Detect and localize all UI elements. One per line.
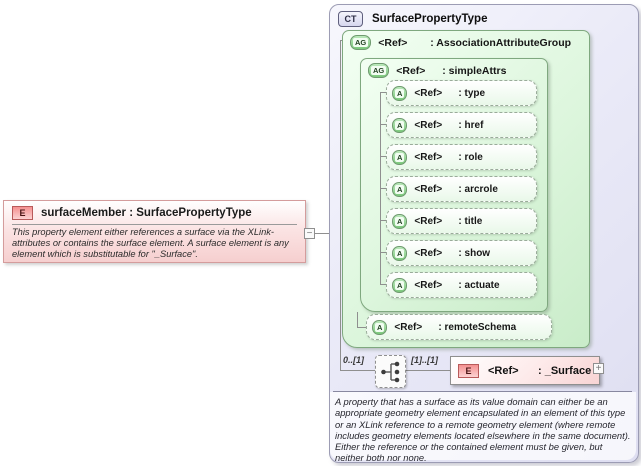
simple-attrs-ref: <Ref>	[396, 64, 426, 77]
simple-attrs-badge-icon: AG	[368, 63, 390, 78]
complex-type-title: SurfacePropertyType	[372, 13, 488, 25]
attribute-badge-icon: A	[392, 277, 408, 293]
attribute-stub-line	[380, 284, 386, 285]
attribute-badge-icon: A	[392, 149, 408, 165]
complex-type-badge-icon: CT	[338, 11, 363, 27]
attribute-stub-line	[380, 220, 386, 221]
attribute-name: : actuate	[458, 279, 500, 291]
attribute-node-type[interactable]: A <Ref> : type	[386, 80, 537, 106]
attribute-name: : href	[458, 119, 484, 131]
attribute-node-remote-schema[interactable]: A <Ref> : remoteSchema	[366, 314, 552, 340]
attribute-group-badge-icon: AG	[350, 35, 372, 50]
simple-attrs-name: : simpleAttrs	[442, 64, 507, 77]
attribute-trunk-line	[380, 93, 381, 285]
attribute-name: : remoteSchema	[438, 321, 517, 333]
remote-schema-connector-line	[357, 312, 358, 327]
collapse-button[interactable]: −	[304, 228, 315, 239]
attribute-ref: <Ref>	[414, 119, 443, 131]
tree-trunk-line	[340, 40, 341, 371]
tree-stub-line	[341, 370, 375, 371]
attribute-stub-line	[380, 92, 386, 93]
attribute-ref: <Ref>	[414, 183, 443, 195]
attribute-badge-icon: A	[392, 245, 408, 261]
attribute-name: : type	[458, 87, 486, 99]
attribute-name: : title	[458, 215, 483, 227]
complex-type-header: CT SurfacePropertyType	[330, 5, 638, 27]
cardinality-left-label: 0..[1]	[343, 355, 365, 365]
surface-member-header: E surfaceMember : SurfacePropertyType	[4, 201, 305, 223]
element-badge-icon: E	[458, 363, 479, 378]
connector-line	[315, 233, 342, 234]
attribute-ref: <Ref>	[414, 279, 443, 291]
attribute-ref: <Ref>	[394, 321, 423, 333]
attribute-stub-line	[380, 188, 386, 189]
attribute-badge-icon: A	[392, 213, 408, 229]
tree-stub-line	[405, 370, 450, 371]
expand-button[interactable]: +	[593, 363, 604, 374]
attribute-node-role[interactable]: A <Ref> : role	[386, 144, 537, 170]
attribute-ref: <Ref>	[414, 247, 443, 259]
remote-schema-connector-line	[357, 327, 366, 328]
attribute-node-show[interactable]: A <Ref> : show	[386, 240, 537, 266]
attribute-badge-icon: A	[392, 181, 408, 197]
cardinality-right-label: [1]..[1]	[411, 355, 438, 365]
surface-element-name: : _Surface	[538, 364, 592, 377]
attribute-stub-line	[380, 156, 386, 157]
attribute-ref: <Ref>	[414, 87, 443, 99]
attribute-name: : role	[458, 151, 483, 163]
surface-element-node[interactable]: E <Ref> : _Surface	[450, 356, 600, 385]
attribute-ref: <Ref>	[414, 151, 443, 163]
surface-member-annotation: This property element either references …	[12, 227, 289, 259]
attribute-ref: <Ref>	[414, 215, 443, 227]
element-separator	[12, 224, 297, 225]
attribute-group-ref: <Ref>	[378, 36, 408, 49]
attribute-badge-icon: A	[392, 117, 408, 133]
attribute-node-actuate[interactable]: A <Ref> : actuate	[386, 272, 537, 298]
annotation-panel	[330, 392, 636, 460]
attribute-name: : arcrole	[458, 183, 498, 195]
annotation-separator	[333, 391, 632, 392]
attribute-node-title[interactable]: A <Ref> : title	[386, 208, 537, 234]
element-badge-icon: E	[12, 206, 33, 220]
attribute-name: : show	[458, 247, 491, 259]
attribute-node-href[interactable]: A <Ref> : href	[386, 112, 537, 138]
sequence-compositor-icon[interactable]	[375, 355, 406, 388]
attribute-badge-icon: A	[392, 85, 408, 101]
attribute-group-name: : AssociationAttributeGroup	[430, 36, 572, 49]
surface-member-title: surfaceMember : SurfacePropertyType	[41, 207, 252, 219]
attribute-node-arcrole[interactable]: A <Ref> : arcrole	[386, 176, 537, 202]
attribute-stub-line	[380, 252, 386, 253]
attribute-badge-icon: A	[372, 319, 388, 335]
surface-element-ref: <Ref>	[488, 364, 519, 377]
surface-member-element-node[interactable]: E surfaceMember : SurfacePropertyType Th…	[3, 200, 306, 263]
attribute-stub-line	[380, 124, 386, 125]
complex-type-annotation: A property that has a surface as its val…	[335, 396, 631, 464]
